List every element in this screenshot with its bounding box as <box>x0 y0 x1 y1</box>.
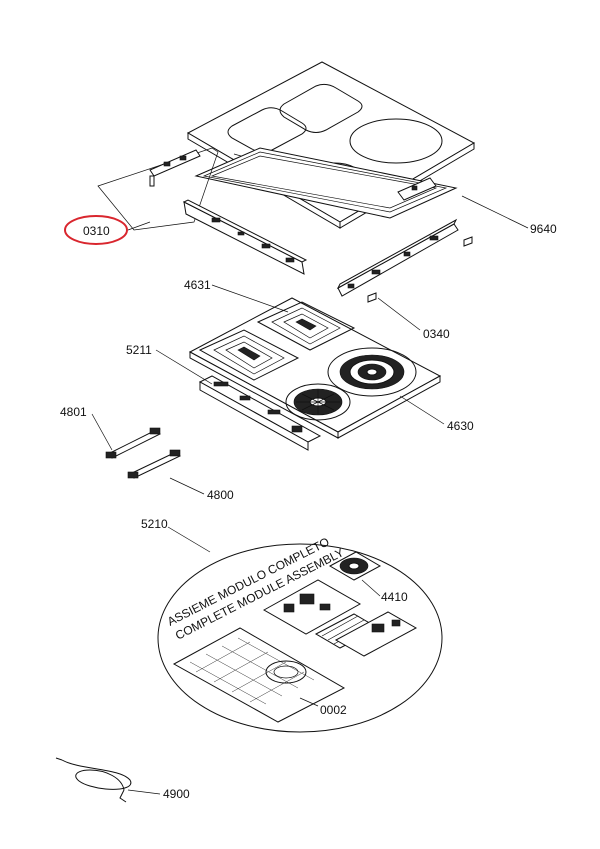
fixing-clip-0340[interactable] <box>367 236 473 303</box>
callout-labels: 0310 9640 4631 0340 5211 4630 4801 4800 … <box>60 222 557 801</box>
callout-4900[interactable]: 4900 <box>163 787 190 801</box>
callout-4631[interactable]: 4631 <box>184 278 211 292</box>
flat-cable-4800[interactable] <box>127 449 181 479</box>
cooktop-frame-gasket[interactable] <box>194 147 458 219</box>
callout-9640[interactable]: 9640 <box>530 222 557 236</box>
square-coil-rear <box>256 301 356 351</box>
rear-trim-rail[interactable] <box>336 218 459 297</box>
base-module-0002 <box>172 627 346 723</box>
cooling-fan-4410 <box>328 551 382 581</box>
touch-control-board-5211[interactable] <box>198 375 322 451</box>
callout-0002[interactable]: 0002 <box>320 703 347 717</box>
callout-4630[interactable]: 4630 <box>447 419 474 433</box>
side-trim-panel-0310[interactable] <box>97 147 219 231</box>
frame-bracket-right[interactable] <box>397 177 437 201</box>
callout-5211[interactable]: 5211 <box>126 343 152 357</box>
secondary-board <box>334 611 418 657</box>
leader-lines <box>91 195 529 795</box>
complete-module-assembly[interactable]: ASSIEME MODULO COMPLETO COMPLETE MODULE … <box>157 535 443 733</box>
round-coil-small <box>285 383 351 421</box>
front-trim-rail[interactable] <box>182 199 308 275</box>
power-cord-4900[interactable] <box>55 757 132 803</box>
callout-0340[interactable]: 0340 <box>423 327 450 341</box>
callout-5210[interactable]: 5210 <box>141 517 168 531</box>
highlight-circle <box>64 215 128 245</box>
callout-0310[interactable]: 0310 <box>83 224 110 238</box>
inductor-coil-tray[interactable] <box>188 297 442 439</box>
callout-4800[interactable]: 4800 <box>207 488 234 502</box>
callout-4410[interactable]: 4410 <box>381 590 408 604</box>
power-board <box>262 579 362 635</box>
square-coil-front <box>198 329 300 381</box>
callout-4801[interactable]: 4801 <box>60 405 87 419</box>
flat-cable-4801[interactable] <box>105 427 161 459</box>
round-coil-large <box>327 347 417 397</box>
